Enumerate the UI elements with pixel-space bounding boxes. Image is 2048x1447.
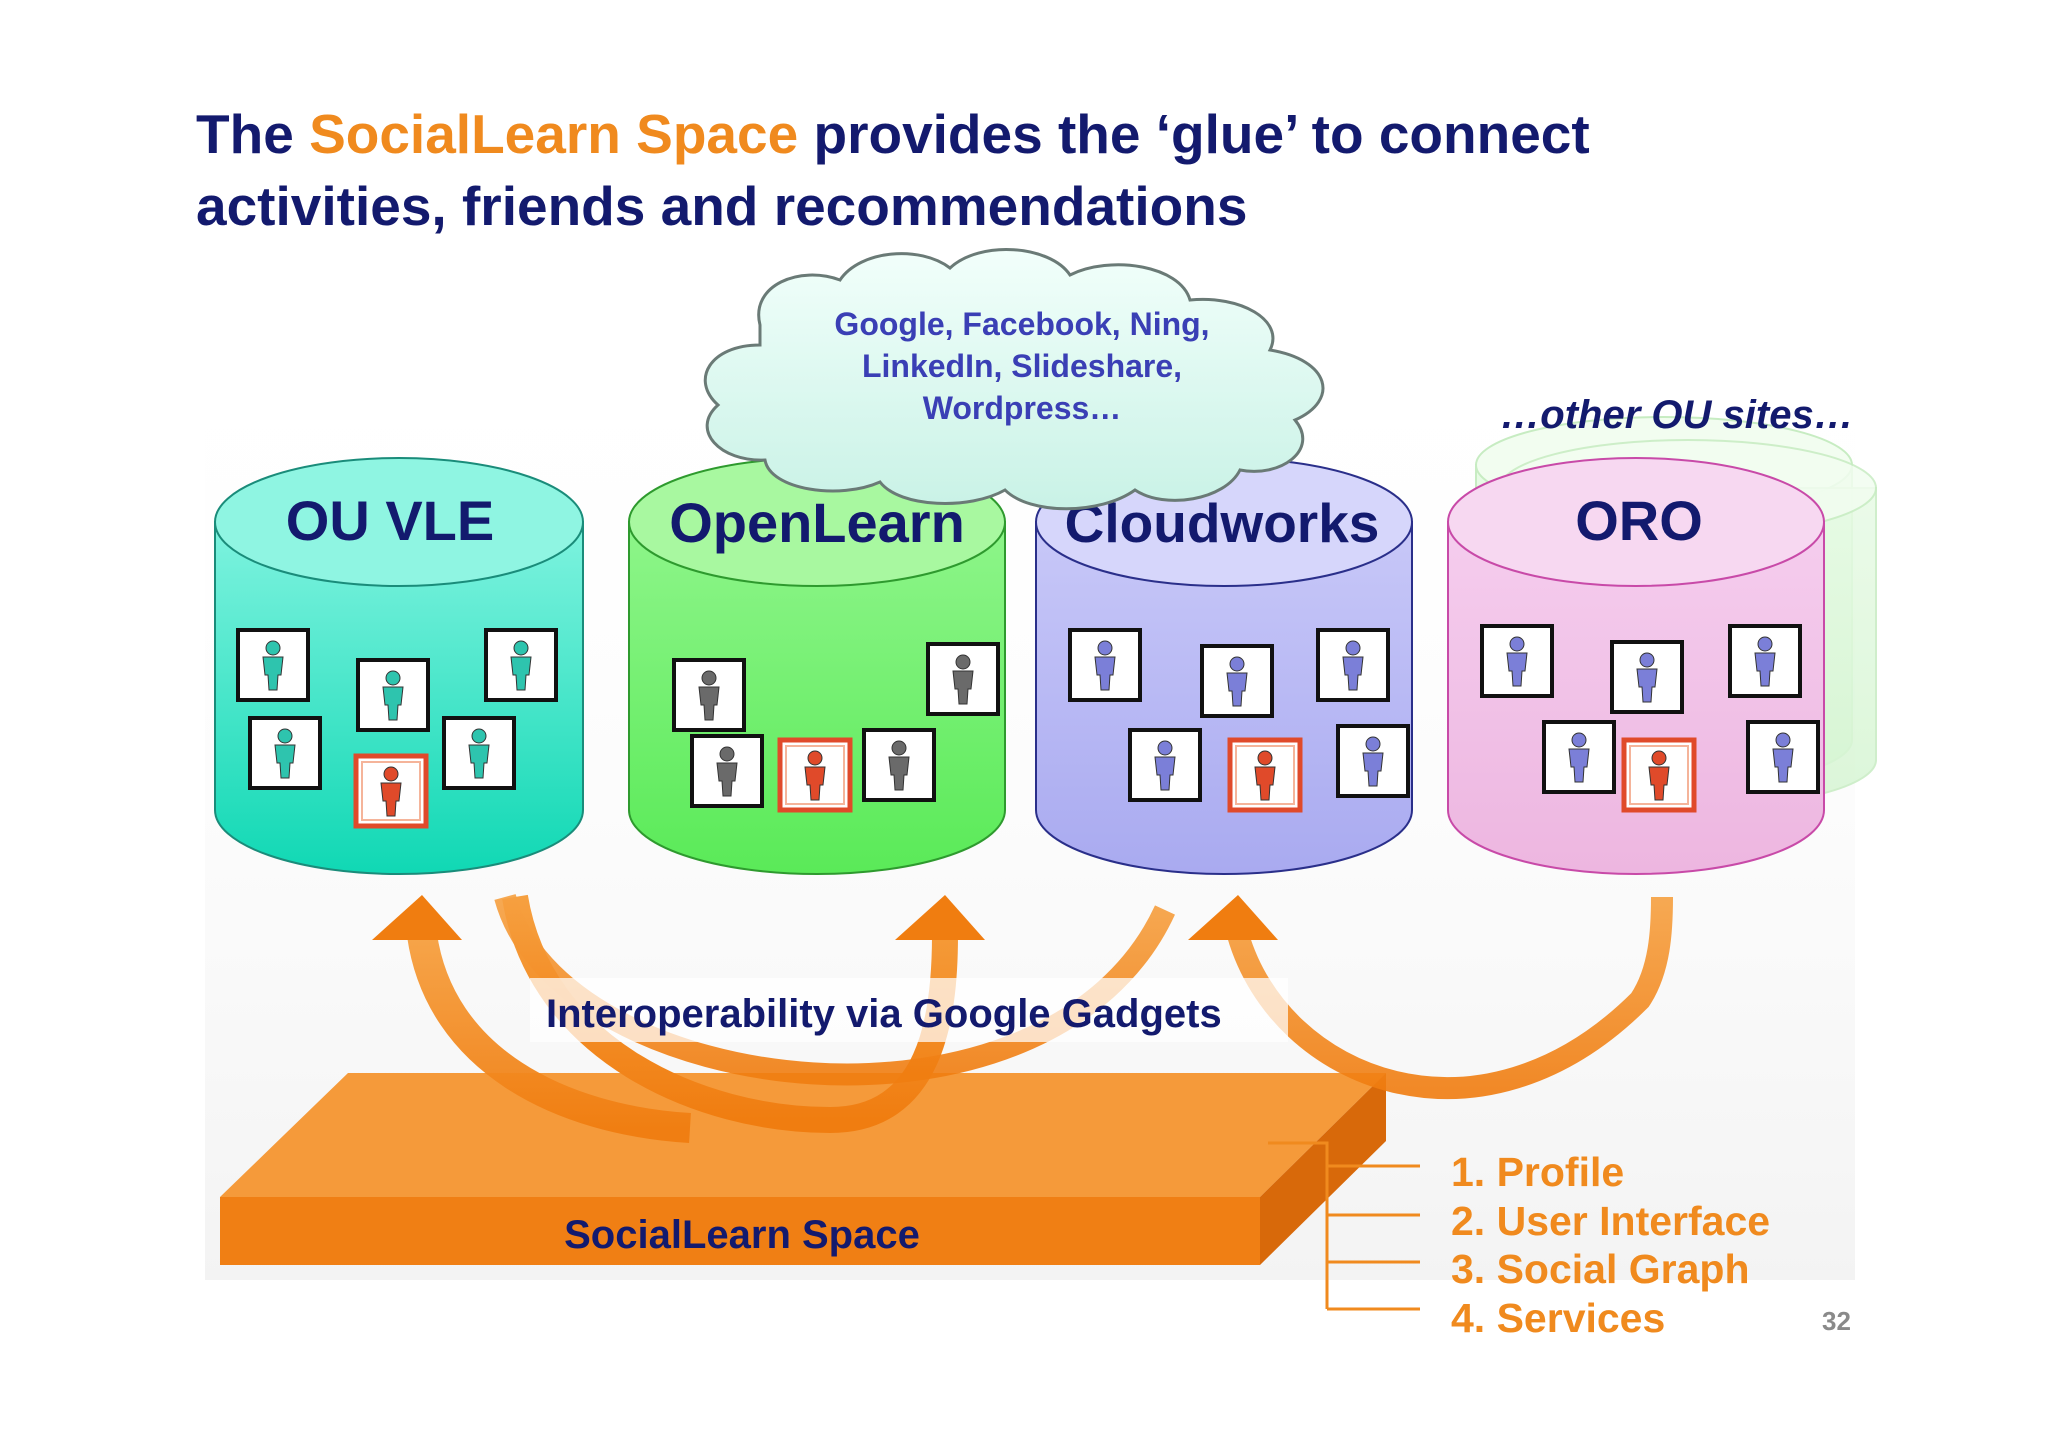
person-icon	[862, 728, 936, 802]
highlighted-person-icon	[353, 753, 429, 829]
feature-bracket	[1268, 1141, 1420, 1311]
person-icon	[1200, 644, 1274, 718]
title-line1-rest: provides the ‘glue’ to connect	[798, 103, 1590, 165]
interop-label-backdrop	[530, 978, 1288, 1042]
platform-label: SocialLearn Space	[564, 1213, 920, 1257]
person-icon	[1336, 724, 1410, 798]
person-icon	[1728, 624, 1802, 698]
person-icon	[926, 642, 1000, 716]
arrowhead-openlearn	[895, 895, 985, 940]
title-highlight: SocialLearn Space	[309, 103, 799, 165]
arrowhead-cloudworks	[1188, 895, 1278, 940]
person-icon	[356, 658, 430, 732]
cloud-line-2: LinkedIn, Slideshare,	[862, 348, 1182, 384]
person-icon	[236, 628, 310, 702]
page-number: 32	[1822, 1306, 1851, 1336]
external-services-cloud	[703, 248, 1325, 511]
cloud-line-1: Google, Facebook, Ning,	[834, 306, 1209, 342]
cloud-line-3: Wordpress…	[923, 390, 1122, 426]
person-icon	[672, 658, 746, 732]
slide-title: The SocialLearn Space provides the ‘glue…	[196, 98, 1896, 242]
highlighted-person-icon	[777, 737, 853, 813]
person-icon	[690, 734, 764, 808]
person-icon	[1610, 640, 1684, 714]
person-icon	[484, 628, 558, 702]
sociallearn-platform	[220, 1073, 1386, 1265]
arrowhead-ou-vle	[372, 895, 462, 940]
feature-social-graph: 3. Social Graph	[1451, 1246, 1750, 1292]
highlighted-person-icon	[1227, 737, 1303, 813]
person-icon	[442, 716, 516, 790]
person-icon	[1746, 720, 1820, 794]
interop-label: Interoperability via Google Gadgets	[546, 992, 1222, 1036]
person-icon	[1128, 728, 1202, 802]
feature-user-interface: 2. User Interface	[1451, 1198, 1770, 1244]
person-icon	[248, 716, 322, 790]
person-icon	[1542, 720, 1616, 794]
person-icon	[1316, 628, 1390, 702]
feature-services: 4. Services	[1451, 1295, 1665, 1341]
db-label-oro: ORO	[1575, 489, 1703, 552]
person-icon	[1068, 628, 1142, 702]
highlighted-person-icon	[1621, 737, 1697, 813]
title-prefix: The	[196, 103, 310, 165]
db-label-ou-vle: OU VLE	[286, 489, 494, 552]
person-icon	[1480, 624, 1554, 698]
db-label-cloudworks: Cloudworks	[1065, 492, 1380, 554]
title-line2: activities, friends and recommendations	[196, 175, 1248, 237]
feature-profile: 1. Profile	[1451, 1149, 1624, 1195]
arrow-heads	[372, 895, 1278, 940]
other-sites-label: …other OU sites…	[1500, 393, 1853, 437]
